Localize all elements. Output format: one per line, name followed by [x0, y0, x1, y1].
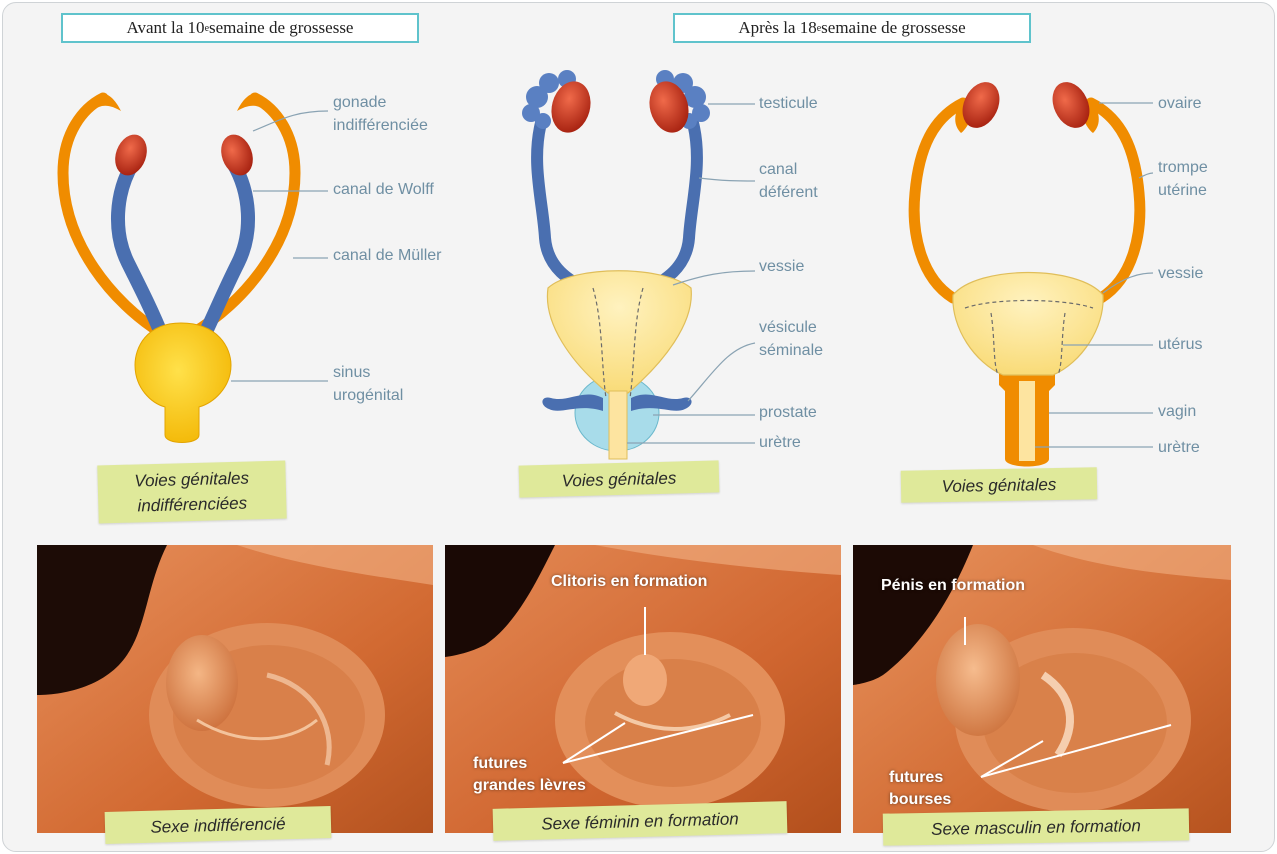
caption-indiff-line1: Voies génitales [134, 466, 249, 494]
label-clitoris-en-formation: Clitoris en formation [551, 571, 707, 593]
label-vesicule-line1: vésicule [759, 316, 823, 339]
label-gonade-line2: indifférenciée [333, 114, 428, 137]
label-prostate: prostate [759, 401, 817, 424]
label-testicule: testicule [759, 92, 818, 115]
label-sinus-urogenital: sinus urogénital [333, 361, 403, 407]
label-vessie-female: vessie [1158, 262, 1203, 285]
caption-voies-female: Voies génitales [901, 467, 1098, 502]
label-gonade-line1: gonade [333, 91, 428, 114]
caption-indiff-line2: indifférenciées [137, 491, 247, 519]
label-uterus: utérus [1158, 333, 1202, 356]
caption-sexe-feminin: Sexe féminin en formation [493, 801, 788, 841]
caption-voies-indifferenciees: Voies génitales indifférenciées [97, 461, 286, 524]
label-deferent-line1: canal [759, 158, 818, 181]
label-canal-wolff: canal de Wolff [333, 178, 434, 201]
label-penis-en-formation: Pénis en formation [881, 575, 1025, 597]
label-sinus-line2: urogénital [333, 384, 403, 407]
caption-sexe-indifferencie: Sexe indifférencié [105, 806, 332, 844]
label-futures-grandes-levres: futures grandes lèvres [473, 753, 586, 797]
male-ducts-diagram [522, 70, 755, 459]
label-bourses-line2: bourses [889, 789, 951, 811]
label-ovaire: ovaire [1158, 92, 1202, 115]
label-canal-muller: canal de Müller [333, 244, 442, 267]
label-sinus-line1: sinus [333, 361, 403, 384]
label-vagin: vagin [1158, 400, 1196, 423]
photo-indiff-image [37, 545, 433, 833]
label-uretre-female: urètre [1158, 436, 1200, 459]
label-canal-deferent: canal déférent [759, 158, 818, 204]
female-ducts-diagram [914, 76, 1153, 466]
indifferent-ducts-diagram [63, 94, 328, 443]
label-levres-line2: grandes lèvres [473, 775, 586, 797]
label-levres-line1: futures [473, 753, 586, 775]
label-vesicule-seminale: vésicule séminale [759, 316, 823, 362]
caption-sexe-masculin: Sexe masculin en formation [883, 808, 1190, 845]
label-vessie-male: vessie [759, 255, 804, 278]
label-vesicule-line2: séminale [759, 339, 823, 362]
photo-sexe-masculin: Pénis en formation futures bourses [853, 545, 1231, 833]
label-trompe-uterine: trompe utérine [1158, 156, 1208, 202]
label-futures-bourses: futures bourses [889, 767, 951, 811]
photo-sexe-indifferencie [37, 545, 433, 833]
label-trompe-line2: utérine [1158, 179, 1208, 202]
label-trompe-line1: trompe [1158, 156, 1208, 179]
label-gonade-indifferenciee: gonade indifférenciée [333, 91, 428, 137]
caption-voies-male: Voies génitales [519, 460, 720, 497]
label-uretre-male: urètre [759, 431, 801, 454]
label-bourses-line1: futures [889, 767, 951, 789]
photo-sexe-feminin: Clitoris en formation futures grandes lè… [445, 545, 841, 833]
label-deferent-line2: déférent [759, 181, 818, 204]
